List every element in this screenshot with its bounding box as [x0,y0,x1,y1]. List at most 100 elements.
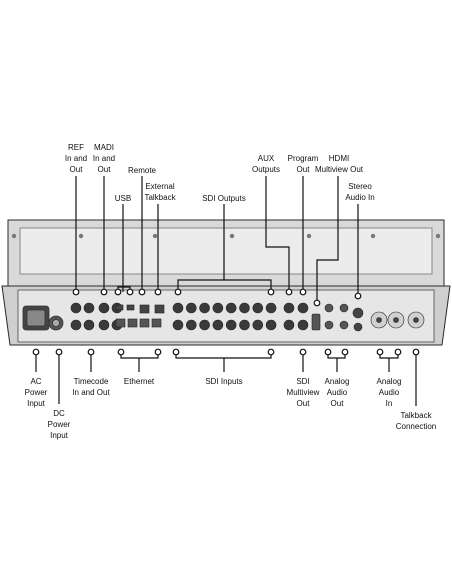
ac-power-socket-inner [26,309,46,327]
callout-dot [100,288,108,296]
stereo-audio-in-jack [352,307,364,319]
xlr-pin [413,317,419,323]
sdi-bnc-connector [172,319,184,331]
ethernet-port [151,318,162,328]
bnc-connector [98,319,110,331]
callout-dot [72,288,80,296]
sdi-bnc-connector [186,302,197,314]
top-callout-dots [72,288,362,307]
ethernet-port [127,318,138,328]
bnc-connector [70,319,82,331]
callout-dot [299,288,307,296]
right-side-connectors [283,302,425,332]
bnc-connector [83,302,95,314]
sdi-bnc-connector [212,319,224,331]
screw [11,233,17,239]
data-ports [115,304,165,328]
callout-dot [354,292,362,300]
sdi-multiview-bnc [297,319,309,331]
power-section [22,305,64,331]
label-remote: Remote [127,166,156,175]
xlr-pin [376,317,382,323]
callout-dot [126,288,134,296]
sdi-bnc-connector [199,319,210,331]
screw [152,233,158,239]
sdi-bnc-connector [265,302,277,314]
screw [306,233,312,239]
screw [229,233,235,239]
bnc-connector [83,319,95,331]
program-out-bnc [297,302,309,314]
rear-connector-panel [17,289,435,343]
leader-sdi-inputs-bracket [175,352,272,359]
label-sdi-outputs: SDI Outputs [202,194,246,203]
callout-dot [324,348,332,356]
callout-dot [174,288,182,296]
bnc-connector [70,302,82,314]
talkback-port [154,304,165,314]
bnc-connector [98,302,110,314]
hdmi-port [311,313,321,331]
screw [370,233,376,239]
callout-dot [32,348,40,356]
sdi-bnc-connector [212,302,224,314]
label-usb: USB [114,194,132,203]
usb-port [115,304,124,311]
leader-ethernet-bracket [120,352,159,359]
label-sdi-inputs: SDI Inputs [205,377,243,386]
callout-dot [285,288,293,296]
callout-dot [267,348,275,356]
callout-dot [154,288,162,296]
top-callouts [75,176,359,303]
rca-audio-connector [324,320,334,330]
remote-port [139,304,150,314]
leader-aux-outputs [265,176,290,292]
xlr-pin [393,317,399,323]
sdi-bnc-connector [225,319,237,331]
sdi-bnc-connector [186,319,197,331]
rca-audio-connector [339,320,349,330]
screw [435,233,441,239]
ethernet-port [139,318,150,328]
leader-hdmi [316,176,339,303]
sdi-connectors [172,302,277,331]
callout-dot [154,348,162,356]
label-ethernet: Ethernet [123,377,155,386]
sdi-multiview-bnc [283,319,295,331]
sdi-bnc-connector [239,302,250,314]
dc-power-socket-inner [52,319,60,327]
bottom-callout-dots [32,348,420,356]
sdi-bnc-connector [172,302,184,314]
callout-dot [117,348,125,356]
callout-dot [172,348,180,356]
usb-port [126,304,135,311]
callout-dot [313,299,321,307]
callout-dot [412,348,420,356]
ethernet-port [115,318,126,328]
sdi-bnc-connector [252,302,264,314]
rca-audio-connector [339,303,349,313]
sdi-bnc-connector [225,302,237,314]
callout-dot [341,348,349,356]
sdi-bnc-connector [239,319,250,331]
callout-dot [299,348,307,356]
callout-dot [114,288,122,296]
sdi-bnc-connector [265,319,277,331]
leader-sdi-outputs-bracket [177,279,272,292]
sdi-bnc-connector [199,302,210,314]
